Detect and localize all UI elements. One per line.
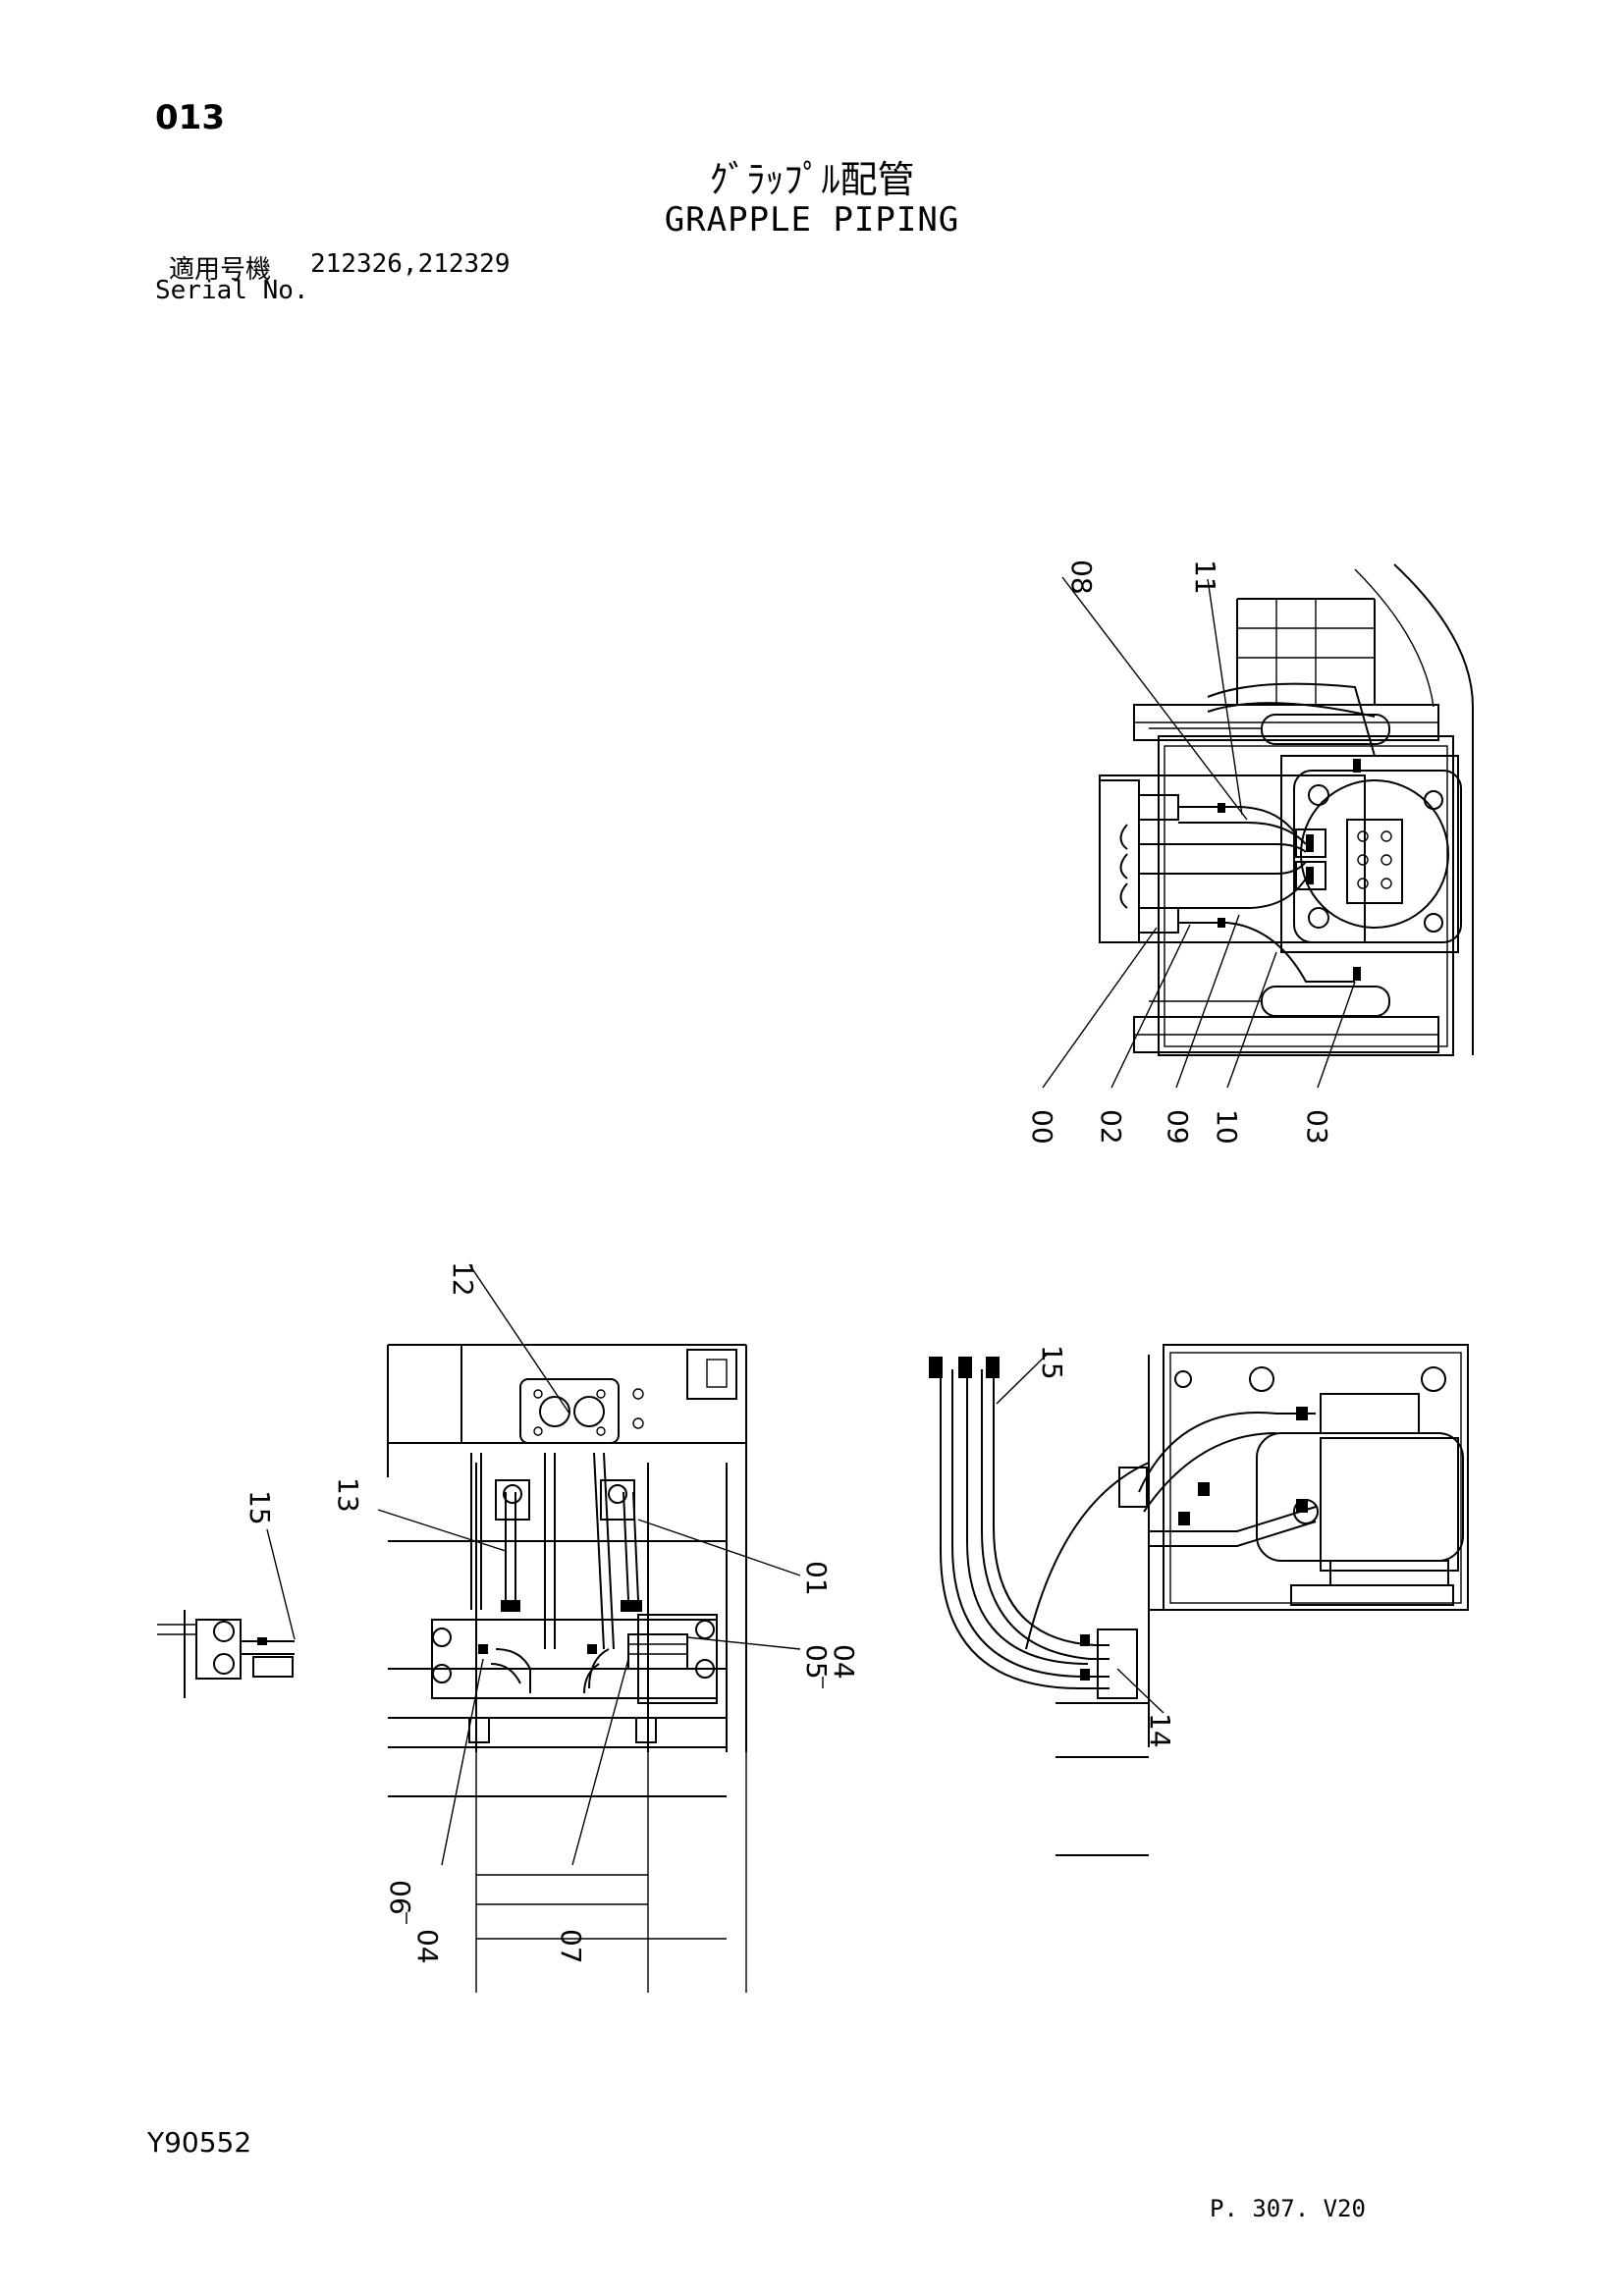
callout-08: 08 [1065,560,1098,595]
callout-07: 07 [555,1929,587,1964]
callout-10: 10 [1211,1109,1243,1145]
callout-15-right: 15 [1036,1345,1068,1380]
callout-12: 12 [447,1261,479,1297]
callout-05: 05 [800,1644,833,1680]
callout-04-lower: 04 [411,1929,444,1964]
callout-15-left: 15 [244,1490,276,1525]
callout-14: 14 [1144,1713,1176,1748]
page-title: GRAPPLE PIPING [664,200,960,240]
callout-06: 06 [384,1880,416,1915]
view-top-plan: 08 11 00 02 09 10 03 [1026,560,1474,1145]
sheet-number: 013 [155,98,225,137]
callout-11: 11 [1189,560,1221,595]
serial-values: 212326,212329 [310,249,511,279]
callout-04-upper: 04 [828,1644,860,1680]
drawing-number: Y90552 [147,2126,252,2159]
page-title-japanese: ｸﾞﾗｯﾌﾟﾙ配管 [709,158,915,201]
serial-label: Serial No. [155,276,309,305]
callout-01: 01 [800,1561,833,1596]
callout-13: 13 [332,1477,364,1513]
callout-02: 02 [1095,1109,1127,1145]
callout-09: 09 [1162,1109,1194,1145]
callout-03: 03 [1301,1109,1333,1145]
page-number: P. 307. V20 [1210,2195,1366,2222]
view-side-right: 15 14 [929,1344,1469,1856]
serial-label-japanese: 適用号機 [169,255,272,285]
view-side: 12 13 15 01 05 04 06 04 07 [157,1261,860,1993]
callout-00: 00 [1026,1109,1058,1145]
